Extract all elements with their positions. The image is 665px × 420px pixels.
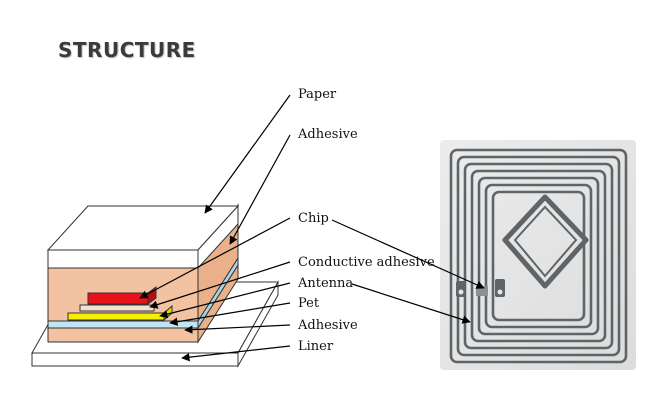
liner-leader — [181, 345, 291, 362]
antenna-coil — [449, 148, 628, 364]
paper-layer — [46, 204, 240, 270]
label-adhesive-top: Adhesive — [297, 127, 358, 142]
rfid-tag-photo — [440, 140, 636, 370]
tag-chip-pads — [456, 279, 505, 297]
antenna-leader — [159, 282, 291, 319]
tag-background — [440, 140, 636, 370]
leader-lines — [139, 94, 291, 362]
tag-chip-leader — [331, 219, 485, 289]
chip-layer — [87, 286, 157, 305]
label-pet: Pet — [298, 296, 320, 311]
label-liner: Liner — [298, 339, 334, 354]
conductive-adhesive-leader — [149, 261, 291, 309]
chip-leader — [139, 217, 291, 299]
paper-leader — [204, 94, 291, 214]
label-paper: Paper — [298, 87, 337, 102]
conductive-adhesive-layer — [79, 304, 155, 312]
label-chip: Chip — [298, 211, 329, 226]
label-adhesive-bottom: Adhesive — [297, 318, 358, 333]
tag-antenna-leader — [351, 283, 471, 324]
adhesive-top-leader — [229, 134, 291, 245]
label-antenna: Antenna — [297, 276, 353, 291]
page-title: STRUCTURE — [58, 38, 196, 62]
layer-labels: Paper Adhesive Chip Conductive adhesive … — [297, 87, 435, 354]
pet-leader — [169, 302, 291, 326]
layer-stack — [31, 203, 279, 368]
adhesive-bottom-leader — [184, 324, 291, 334]
label-conductive-adhesive: Conductive adhesive — [298, 255, 435, 270]
tag-leader-lines — [331, 219, 485, 324]
